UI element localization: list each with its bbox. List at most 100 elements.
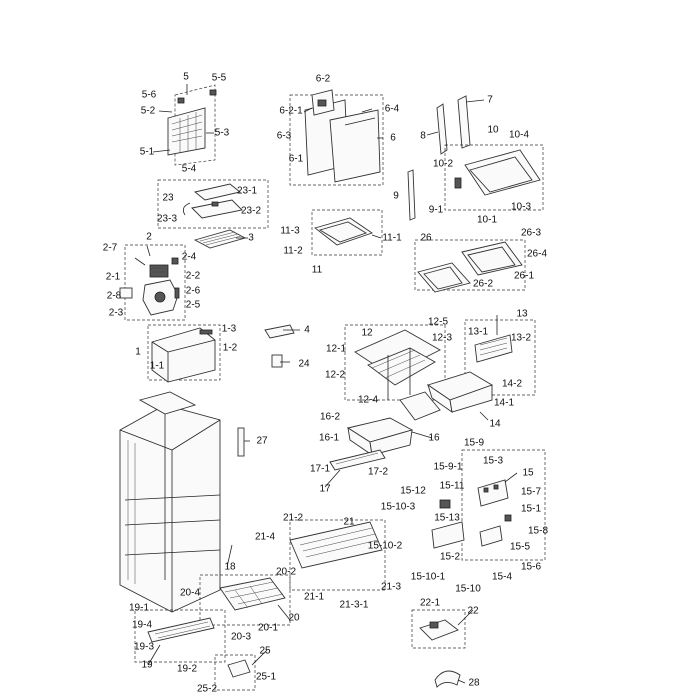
callout-label: 14-1: [493, 397, 515, 409]
callout-label: 8: [420, 130, 426, 142]
callout-label: 25-2: [196, 683, 218, 695]
part-14-drawer: [399, 371, 494, 421]
callout-label: 5-5: [211, 72, 227, 84]
callout-label: 2-6: [185, 285, 201, 297]
callout-label: 20-3: [230, 631, 252, 643]
part-15-control: [431, 449, 546, 561]
callout-label: 15-11: [439, 480, 465, 492]
part-13-bracket: [464, 319, 536, 396]
callout-label: 4: [304, 324, 310, 336]
callout-label: 2-3: [108, 307, 124, 319]
callout-label: 28: [468, 677, 480, 689]
callout-label: 2-4: [181, 251, 197, 263]
part-4-24-switch: [264, 324, 295, 368]
callout-label: 14: [489, 418, 501, 430]
callout-label: 12-3: [431, 332, 453, 344]
callout-label: 10-1: [476, 214, 498, 226]
callout-label: 24: [298, 358, 310, 370]
callout-label: 15-4: [491, 571, 513, 583]
callout-label: 6-2-1: [279, 105, 303, 117]
callout-label: 1-2: [222, 342, 238, 354]
callout-label: 26-1: [513, 270, 535, 282]
callout-label: 12-4: [357, 394, 379, 406]
callout-label: 11: [311, 264, 323, 276]
part-3-grille: [193, 229, 247, 249]
callout-label: 21-4: [254, 531, 276, 543]
part-11-shelf: [311, 209, 383, 256]
callout-label: 17-1: [309, 463, 331, 475]
part-26-drawers: [414, 239, 526, 293]
part-23-bracket: [157, 179, 269, 229]
callout-label: 25-1: [255, 671, 277, 683]
callout-label: 2-5: [185, 299, 201, 311]
callout-label: 12-2: [324, 369, 346, 381]
callout-label: 1-3: [221, 323, 237, 335]
callout-label: 20: [288, 612, 300, 624]
callout-label: 2-7: [102, 242, 118, 254]
leader-lines: [146, 84, 518, 684]
callout-label: 19-3: [133, 641, 155, 653]
callout-label: 2-1: [105, 271, 121, 283]
callout-label: 13-2: [510, 332, 532, 344]
callout-label: 9-1: [428, 204, 444, 216]
callout-label: 21-3: [380, 581, 402, 593]
callout-label: 23-2: [240, 205, 262, 217]
callout-label: 1-1: [149, 360, 165, 372]
callout-label: 12: [361, 327, 373, 339]
callout-label: 26-2: [472, 278, 494, 290]
callout-label: 11-2: [283, 245, 303, 257]
part-1-ice-bucket: [147, 324, 221, 383]
callout-label: 15-6: [520, 561, 542, 573]
part-25-cover: [214, 654, 256, 691]
callout-label: 15-9: [463, 437, 485, 449]
callout-label: 15-5: [509, 541, 531, 553]
callout-label: 26: [420, 232, 432, 244]
part-28-knob: [434, 670, 461, 688]
callout-label: 26-4: [526, 248, 548, 260]
callout-label: 6: [390, 132, 396, 144]
callout-label: 16-1: [318, 432, 340, 444]
callout-label: 13-1: [467, 326, 489, 338]
callout-label: 15-10: [455, 583, 481, 595]
callout-label: 1: [135, 346, 141, 358]
callout-label: 3: [248, 232, 254, 244]
callout-label: 26-3: [520, 227, 542, 239]
callout-label: 19-1: [128, 602, 150, 614]
callout-label: 6-4: [384, 103, 400, 115]
callout-label: 21-2: [282, 512, 304, 524]
callout-label: 15-13: [434, 512, 460, 524]
callout-label: 21: [343, 516, 355, 528]
part-20-basket: [199, 574, 291, 626]
callout-label: 17: [319, 483, 331, 495]
callout-label: 19-4: [131, 619, 153, 631]
callout-label: 15-8: [527, 525, 549, 537]
callout-label: 20-1: [257, 622, 279, 634]
part-2-icemaker-motor: [119, 244, 186, 321]
part-5-icemaker-cover: [167, 84, 217, 166]
callout-label: 6-1: [288, 153, 304, 165]
part-18-cabinet: [119, 391, 221, 613]
callout-label: 20-4: [179, 587, 201, 599]
callout-label: 11-1: [382, 232, 402, 244]
callout-label: 5: [183, 71, 189, 83]
callout-label: 19-2: [176, 663, 198, 675]
part-16-drawer: [346, 417, 414, 456]
part-7-8-door-trim: [436, 95, 471, 155]
callout-label: 5-1: [139, 146, 155, 158]
callout-label: 20-2: [275, 566, 297, 578]
callout-label: 12-5: [427, 316, 449, 328]
callout-label: 6-3: [276, 130, 292, 142]
callout-label: 9: [393, 190, 399, 202]
part-17-panel: [329, 449, 386, 471]
callout-label: 5-6: [141, 89, 157, 101]
part-9-strip: [407, 169, 416, 221]
callout-label: 15-2: [439, 551, 461, 563]
callout-label: 21-3-1: [339, 599, 369, 611]
callout-label: 15-10-3: [380, 501, 416, 513]
callout-label: 15-7: [520, 486, 542, 498]
callout-label: 10-2: [432, 158, 454, 170]
callout-label: 14-2: [501, 378, 523, 390]
callout-label: 2-8: [106, 290, 122, 302]
